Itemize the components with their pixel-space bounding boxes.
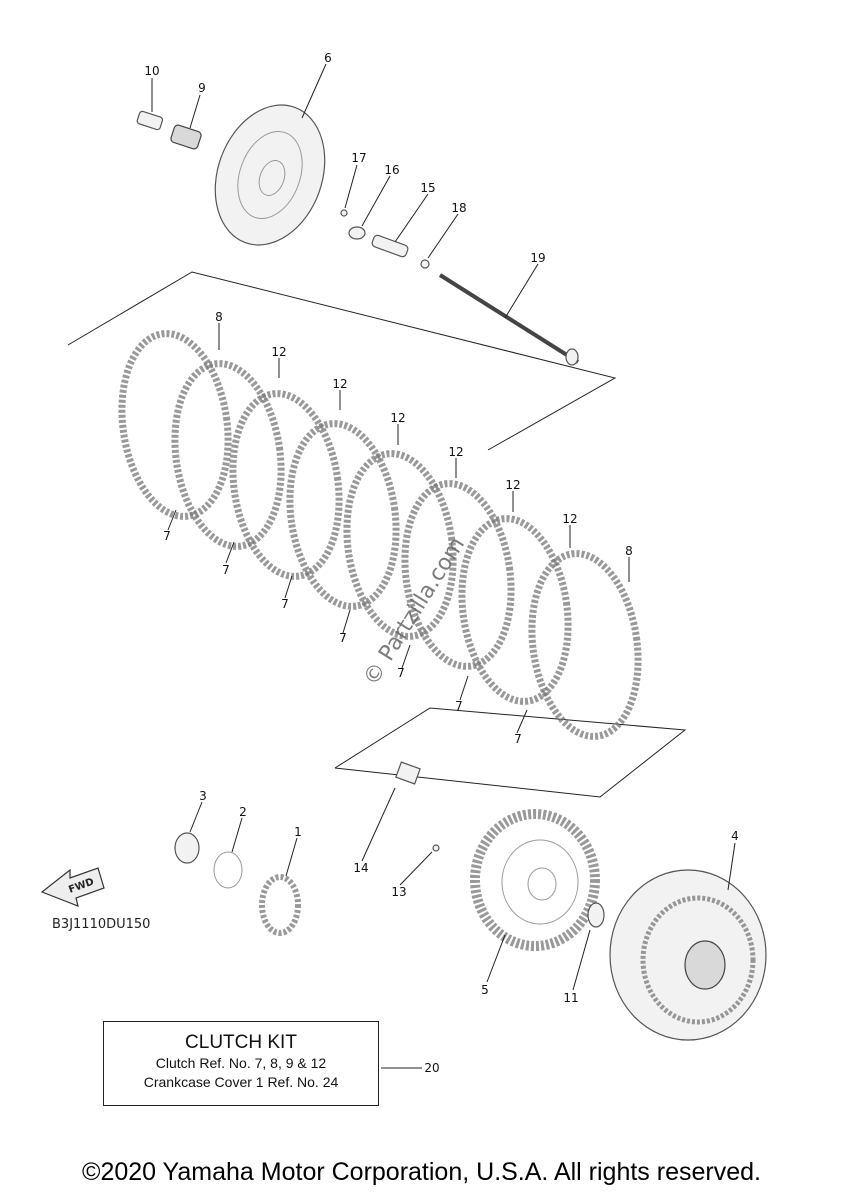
callout-8-top: 8	[215, 310, 223, 324]
clutch-housing-part	[609, 869, 767, 1041]
lower-small-parts	[174, 761, 440, 936]
lower-stack-bracket	[334, 707, 687, 798]
callout-10: 10	[144, 64, 159, 78]
callout-4: 4	[731, 829, 739, 843]
callout-20: 20	[424, 1061, 439, 1075]
callout-17: 17	[351, 151, 366, 165]
callout-7-c: 7	[281, 597, 289, 611]
callout-6: 6	[324, 51, 332, 65]
callout-12-d: 12	[448, 445, 463, 459]
callout-7-a: 7	[163, 529, 171, 543]
callout-3: 3	[199, 789, 207, 803]
callout-7-e: 7	[397, 666, 405, 680]
callout-9: 9	[198, 81, 206, 95]
pressure-plate-part	[214, 104, 326, 246]
upper-stack-bracket	[67, 271, 617, 451]
kit-line-2: Crankcase Cover 1 Ref. No. 24	[143, 1074, 339, 1090]
kit-title: CLUTCH KIT	[185, 1032, 297, 1053]
callout-15: 15	[420, 181, 435, 195]
leader-lines	[151, 63, 736, 1069]
fwd-arrow-icon: FWD	[40, 867, 105, 907]
callout-12-a: 12	[271, 345, 286, 359]
callout-7-d: 7	[339, 631, 347, 645]
callout-labels: 10 9 6 17 16 15 18 19 8 12 12 12 12 12 1…	[144, 51, 738, 1075]
callout-13: 13	[391, 885, 406, 899]
callout-7-f: 7	[455, 699, 463, 713]
callout-7-g: 7	[514, 732, 522, 746]
copyright-footer: ©2020 Yamaha Motor Corporation, U.S.A. A…	[82, 1158, 761, 1186]
callout-12-c: 12	[390, 411, 405, 425]
callout-5: 5	[481, 983, 489, 997]
callout-11: 11	[563, 991, 578, 1005]
primary-driven-gear-part	[470, 809, 605, 951]
callout-16: 16	[384, 163, 399, 177]
kit-line-1: Clutch Ref. No. 7, 8, 9 & 12	[155, 1055, 327, 1071]
clutch-kit-box: CLUTCH KIT Clutch Ref. No. 7, 8, 9 & 12 …	[103, 1021, 379, 1106]
bolt-part	[136, 110, 164, 131]
clutch-plate-stack	[118, 330, 642, 740]
callout-12-b: 12	[332, 377, 347, 391]
callout-18: 18	[451, 201, 466, 215]
callout-2: 2	[239, 805, 247, 819]
callout-8-bottom: 8	[625, 544, 633, 558]
spring-part	[170, 124, 202, 150]
callout-12-e: 12	[505, 478, 520, 492]
callout-1: 1	[294, 825, 302, 839]
callout-12-f: 12	[562, 512, 577, 526]
callout-19: 19	[530, 251, 545, 265]
push-rod-parts	[340, 209, 580, 366]
callout-7-b: 7	[222, 563, 230, 577]
callout-14: 14	[353, 861, 368, 875]
drawing-code: B3J1110DU150	[52, 917, 151, 932]
